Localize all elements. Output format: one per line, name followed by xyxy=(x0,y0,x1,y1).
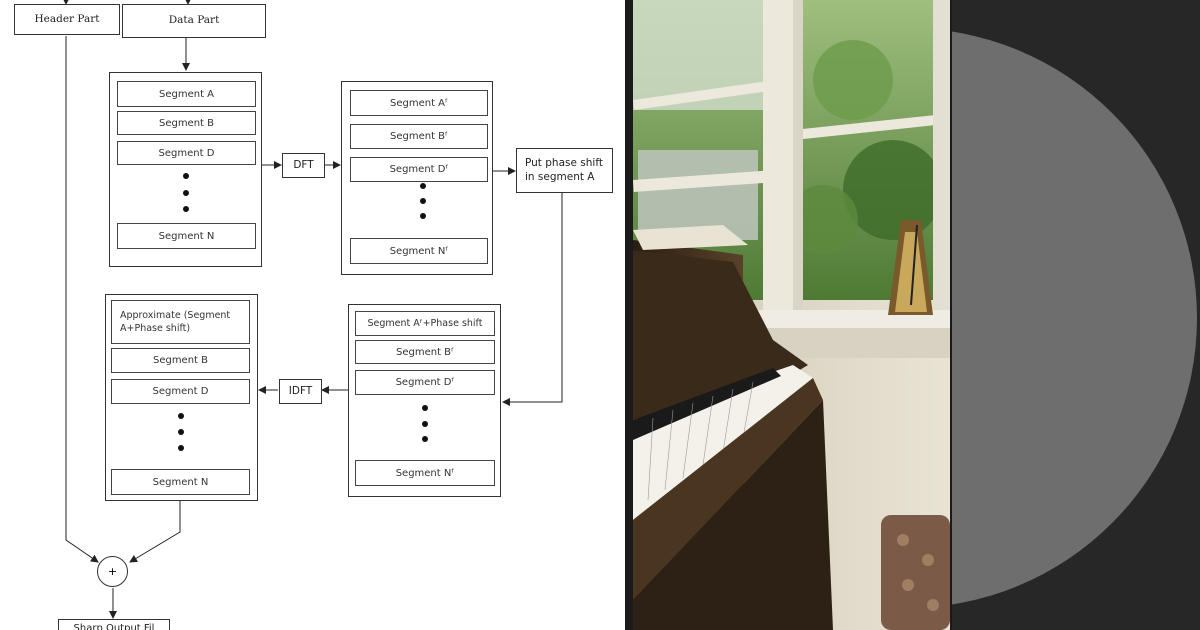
segments-group-original: Segment A Segment B Segment D Segment N xyxy=(109,72,262,267)
segment-d-f: Segment Dᶠ xyxy=(355,370,495,395)
sum-node: + xyxy=(97,556,128,587)
ellipsis-dot xyxy=(420,183,426,189)
phase-shift-box: Put phase shift in segment A xyxy=(516,148,613,193)
ellipsis-dot xyxy=(178,413,184,419)
ellipsis-dot xyxy=(183,190,189,196)
segment-b-f: Segment Bᶠ xyxy=(355,340,495,364)
header-part-box: Header Part xyxy=(14,4,120,35)
grey-disc xyxy=(952,28,1197,608)
data-part-box: Data Part xyxy=(122,4,266,38)
arrow-segments-to-sum xyxy=(130,501,180,562)
piano-photo xyxy=(633,0,950,630)
ellipsis-dot xyxy=(420,213,426,219)
ellipsis-dot xyxy=(422,436,428,442)
segment-b-f: Segment Bᶠ xyxy=(350,124,488,149)
segment-b: Segment B xyxy=(117,111,256,135)
connector-lines xyxy=(0,0,625,630)
segments-group-frequency: Segment Aᶠ Segment Bᶠ Segment Dᶠ Segment… xyxy=(341,81,493,275)
output-file-box: Sharp Output Fil xyxy=(58,619,170,630)
segment-n-f: Segment Nᶠ xyxy=(350,238,488,264)
segments-group-reconstructed: Approximate (Segment A+Phase shift) Segm… xyxy=(105,294,258,501)
ellipsis-dot xyxy=(178,429,184,435)
ellipsis-dot xyxy=(183,206,189,212)
panel-divider xyxy=(625,0,633,630)
segments-group-shifted: Segment Aᶠ+Phase shift Segment Bᶠ Segmen… xyxy=(348,304,501,497)
segment-a-f: Segment Aᶠ xyxy=(350,90,488,116)
flowchart-panel: Header Part Data Part Segment A Segment … xyxy=(0,0,625,630)
dft-box: DFT xyxy=(282,153,325,178)
arrow-header-to-sum xyxy=(66,36,98,562)
ellipsis-dot xyxy=(178,445,184,451)
ellipsis-dot xyxy=(422,405,428,411)
arrow-phase-shift-to-segments xyxy=(503,192,562,402)
segment-a-phase-shift: Segment Aᶠ+Phase shift xyxy=(355,311,495,336)
segment-n: Segment N xyxy=(117,223,256,249)
segment-n: Segment N xyxy=(111,469,250,495)
ellipsis-dot xyxy=(422,421,428,427)
idft-box: IDFT xyxy=(279,379,322,404)
segment-d: Segment D xyxy=(111,379,250,404)
segment-b: Segment B xyxy=(111,348,250,373)
segment-d-f: Segment Dᶠ xyxy=(350,157,488,182)
disc-graphic xyxy=(952,0,1200,630)
segment-a: Segment A xyxy=(117,81,256,107)
ellipsis-dot xyxy=(183,173,189,179)
ellipsis-dot xyxy=(420,198,426,204)
disc-graphic-panel xyxy=(952,0,1200,630)
segment-d: Segment D xyxy=(117,141,256,165)
segment-n-f: Segment Nᶠ xyxy=(355,460,495,486)
segment-approximate: Approximate (Segment A+Phase shift) xyxy=(111,300,250,344)
piano-photo-illustration xyxy=(633,0,950,630)
